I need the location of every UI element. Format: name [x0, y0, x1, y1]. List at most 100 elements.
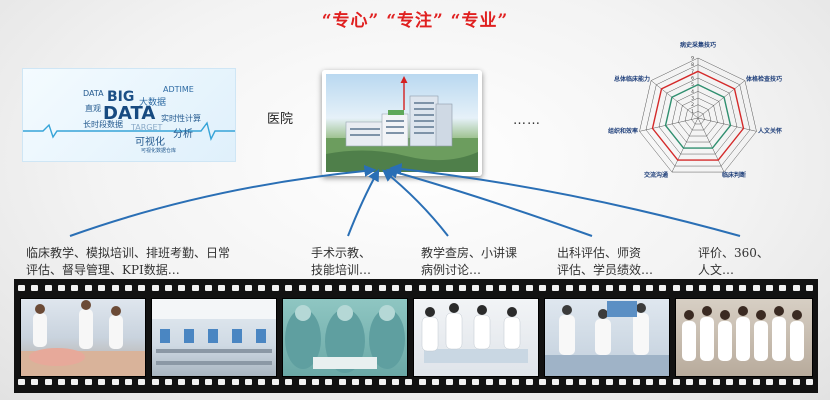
radar-label-judgment: 临床判断: [722, 171, 746, 179]
film-perforation: [205, 285, 213, 291]
radar-tick-label: 1: [691, 109, 694, 115]
photo-simulation-room: [151, 298, 277, 377]
film-perforation: [525, 285, 533, 291]
big-data-image: BIG DATA ADTIME 大数据 实时性计算 分析 可视化 可视化数据仓库…: [22, 68, 236, 162]
radar-grid-ring: [691, 111, 705, 125]
radar-tick-label: 7: [691, 69, 694, 75]
film-perforation: [164, 285, 172, 291]
film-perforation: [231, 285, 239, 291]
film-perforation: [365, 379, 373, 385]
film-perforation: [458, 285, 466, 291]
word-target: TARGET: [131, 123, 163, 132]
film-perforation: [325, 379, 333, 385]
film-perforation: [31, 379, 39, 385]
film-perforation: [44, 285, 52, 291]
film-perforation: [298, 379, 306, 385]
film-perforation: [592, 379, 600, 385]
film-perforation: [726, 379, 734, 385]
film-perforation: [712, 285, 720, 291]
film-perforation: [18, 379, 25, 385]
topic-line: 人文…: [698, 263, 735, 277]
film-perforation: [378, 379, 386, 385]
film-perforation: [405, 285, 413, 291]
film-perforation: [84, 285, 92, 291]
word-longterm: 长时段数据: [83, 120, 123, 129]
topic-line: 评估、学员绩效…: [557, 263, 654, 277]
film-perforation: [298, 285, 306, 291]
film-perforation: [619, 285, 627, 291]
film-perforation: [752, 379, 760, 385]
film-perforation: [151, 285, 159, 291]
film-perforation: [84, 379, 92, 385]
word-warehouse: 可视化数据仓库: [141, 148, 177, 154]
word-realtime: 实时性计算: [161, 114, 201, 123]
film-perforation: [378, 285, 386, 291]
film-perforation: [138, 379, 146, 385]
film-perforation: [579, 379, 587, 385]
radar-tick-label: 9: [691, 56, 694, 62]
film-perforation: [485, 285, 493, 291]
film-perforation: [351, 285, 359, 291]
film-perforation: [699, 379, 707, 385]
film-perforation: [164, 379, 172, 385]
film-perforation: [806, 285, 814, 291]
radar-label-communication: 交流沟通: [644, 171, 668, 179]
film-perforation: [512, 285, 520, 291]
film-perforation: [58, 379, 66, 385]
film-perforation: [18, 285, 25, 291]
radar-series: [651, 70, 745, 161]
film-perforation: [779, 379, 787, 385]
photo-department-evaluation: [544, 298, 670, 377]
film-perforation: [645, 285, 653, 291]
radar-axis-line: [697, 80, 746, 119]
topic-line: 评价、360、: [698, 246, 769, 260]
film-perforation: [205, 379, 213, 385]
film-perforation: [258, 379, 266, 385]
film-perforation: [71, 285, 79, 291]
film-perforation: [672, 379, 680, 385]
film-perforation: [472, 285, 480, 291]
photo-group-staff: [675, 298, 813, 377]
film-perforation: [71, 379, 79, 385]
word-big: BIG: [107, 89, 135, 105]
film-perforation: [58, 285, 66, 291]
film-perforation: [632, 379, 640, 385]
photo-clinical-teaching: [20, 298, 146, 377]
film-perforation: [472, 379, 480, 385]
film-perforation: [498, 285, 506, 291]
film-perforation: [779, 285, 787, 291]
film-perforation: [218, 379, 226, 385]
film-perforations-bottom: [18, 379, 814, 387]
radar-grid-ring: [658, 77, 738, 155]
film-perforation: [792, 285, 800, 291]
radar-label-history: 病史采集技巧: [680, 41, 716, 49]
film-perforation: [231, 379, 239, 385]
film-perforation: [605, 379, 613, 385]
radar-tick-label: 4: [691, 89, 694, 95]
topic-clinical-teaching: 临床教学、模拟培训、排班考勤、日常 评估、督导管理、KPI数据…: [26, 245, 230, 279]
film-perforation: [726, 285, 734, 291]
film-perforation: [512, 379, 520, 385]
slogan-title: “专心” “专注” “专业”: [321, 11, 509, 31]
film-perforation: [151, 379, 159, 385]
topic-line: 病例讨论…: [421, 263, 482, 277]
word-dashuju: 大数据: [139, 98, 167, 108]
radar-label-exam: 体格检查技巧: [746, 75, 782, 83]
radar-axis-line: [697, 117, 725, 173]
radar-tick-label: 8: [691, 62, 694, 68]
film-perforation: [191, 285, 199, 291]
film-perforation: [445, 285, 453, 291]
film-perforation: [752, 285, 760, 291]
radar-tick-label: 3: [691, 96, 694, 102]
film-perforation: [498, 379, 506, 385]
film-perforation: [619, 379, 627, 385]
hospital-photo: [322, 70, 482, 176]
radar-series-polygon: [651, 70, 745, 161]
arrow-rounds: [382, 169, 449, 237]
more-ellipsis: ……: [513, 113, 541, 128]
radar-axis-line: [697, 117, 757, 132]
film-perforation: [792, 379, 800, 385]
radar-tick-label: 2: [691, 102, 694, 108]
film-perforation: [31, 285, 39, 291]
